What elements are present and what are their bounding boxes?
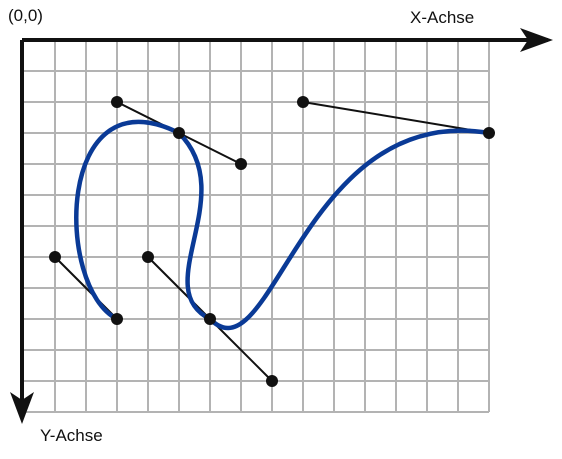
- y-axis-label: Y-Achse: [40, 426, 103, 445]
- bezier-point: [142, 251, 154, 263]
- handle-line: [302, 101, 490, 134]
- handle-line: [54, 256, 118, 320]
- bezier-point: [111, 313, 123, 325]
- bezier-point: [49, 251, 61, 263]
- bezier-point: [204, 313, 216, 325]
- bezier-point: [235, 158, 247, 170]
- axes: [10, 28, 553, 424]
- handle-line: [209, 318, 273, 382]
- bezier-point: [173, 127, 185, 139]
- bezier-point: [483, 127, 495, 139]
- handle-line: [147, 256, 211, 320]
- bezier-curve: [74, 119, 492, 331]
- grid-lines: [24, 40, 490, 413]
- control-handles: [54, 101, 490, 382]
- bezier-point: [297, 96, 309, 108]
- x-axis-arrowhead: [520, 28, 553, 52]
- bezier-point: [111, 96, 123, 108]
- bezier-points: [49, 96, 495, 387]
- bezier-point: [266, 375, 278, 387]
- handle-line: [178, 132, 242, 165]
- y-axis-arrowhead: [10, 392, 34, 424]
- origin-label: (0,0): [8, 6, 43, 25]
- x-axis-label: X-Achse: [410, 8, 475, 27]
